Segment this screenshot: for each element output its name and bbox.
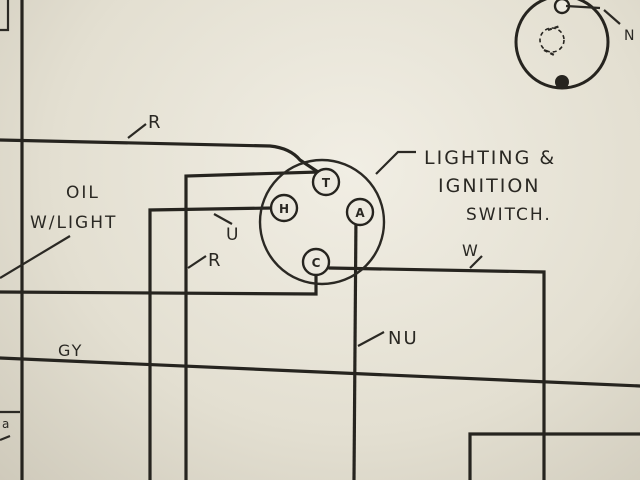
corner-box [0, 0, 10, 32]
wire-nu [352, 212, 358, 480]
wire-r-mid [184, 170, 320, 480]
wire-h [148, 206, 274, 480]
terminal-a: A [345, 197, 375, 227]
terminal-h: H [269, 193, 299, 223]
wire-c-left [0, 264, 318, 296]
wire-gy [0, 356, 640, 388]
svg-text:N: N [624, 28, 636, 44]
label-w-light: W/LIGHT [30, 213, 117, 233]
svg-text:A: A [355, 206, 365, 220]
label-gy: GY [58, 341, 83, 360]
svg-text:H: H [279, 202, 289, 216]
lower-right-box [468, 432, 640, 480]
label-u: U [226, 225, 240, 245]
label-r-top: R [148, 112, 163, 133]
svg-text:C: C [312, 256, 321, 270]
leader-u [213, 213, 233, 225]
switch-body [258, 158, 386, 286]
top-right-component: N [514, 0, 636, 90]
leader-w [469, 255, 483, 269]
label-oil: OIL [66, 183, 100, 203]
label-nu: NU [388, 328, 419, 349]
edge-mark-left [0, 434, 11, 442]
label-r-mid: R [208, 250, 223, 271]
leader-r-top [127, 123, 147, 139]
terminal-c: C [301, 247, 331, 277]
wire-w [328, 266, 546, 480]
switch-title-line2: IGNITION [438, 175, 541, 197]
leader-switch-title [375, 150, 416, 175]
leader-oil [0, 235, 71, 279]
switch-title-line3: SWITCH. [466, 205, 552, 225]
svg-text:T: T [322, 176, 331, 190]
edge-letter-left: a [2, 417, 11, 431]
wire-r-top [0, 138, 321, 175]
label-w: W [462, 241, 480, 260]
switch-title-line1: LIGHTING & [424, 147, 556, 169]
leader-nu [357, 331, 385, 347]
leader-r-mid [187, 255, 207, 269]
terminal-t: T [311, 167, 341, 197]
